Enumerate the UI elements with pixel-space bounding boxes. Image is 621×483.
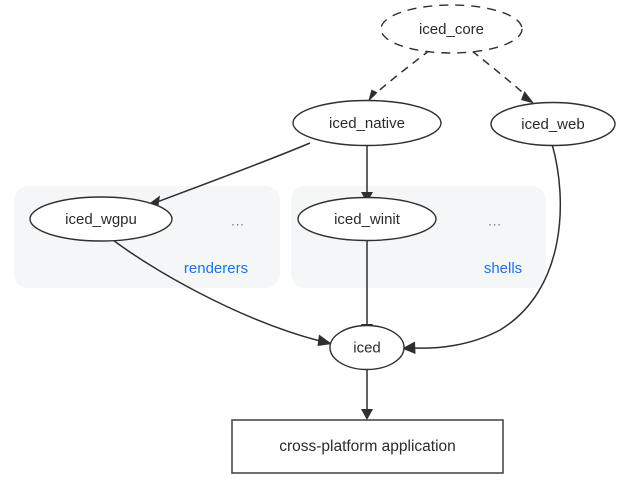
edge-iced-core-to-iced-web bbox=[471, 50, 534, 104]
node-iced-winit[interactable]: iced_winit bbox=[297, 196, 437, 242]
node-iced-web-shape[interactable] bbox=[490, 101, 616, 147]
node-application-shape[interactable] bbox=[231, 419, 504, 474]
cluster-shells-label: shells bbox=[484, 260, 522, 277]
node-cross-platform-application[interactable]: cross-platform application bbox=[231, 419, 504, 474]
edge-iced-wgpu-to-iced bbox=[112, 239, 332, 346]
edge-iced-to-application bbox=[361, 370, 373, 420]
cluster-renderers-ellipsis: ... bbox=[231, 213, 245, 228]
node-iced-wgpu-label: iced_wgpu bbox=[65, 211, 137, 228]
node-iced-winit-shape[interactable] bbox=[297, 196, 437, 242]
node-iced-wgpu[interactable]: iced_wgpu bbox=[29, 196, 173, 242]
node-iced-web-label: iced_web bbox=[521, 116, 584, 133]
cluster-renderers-label: renderers bbox=[184, 260, 248, 277]
node-application-label: cross-platform application bbox=[279, 438, 456, 455]
node-iced-core[interactable]: iced_core bbox=[380, 4, 523, 54]
node-iced-core-label: iced_core bbox=[419, 21, 484, 38]
node-iced-wgpu-shape[interactable] bbox=[29, 196, 173, 242]
node-iced-native-shape[interactable] bbox=[292, 99, 442, 147]
node-iced-core-shape[interactable] bbox=[380, 4, 523, 54]
node-iced-shape[interactable] bbox=[329, 324, 405, 371]
edge-iced-native-to-iced-winit bbox=[361, 146, 373, 203]
node-iced-native-label: iced_native bbox=[329, 115, 405, 132]
node-iced-label: iced bbox=[353, 339, 381, 356]
node-iced-web[interactable]: iced_web bbox=[490, 101, 616, 147]
node-iced-native[interactable]: iced_native bbox=[292, 99, 442, 147]
edge-iced-web-to-iced bbox=[402, 143, 562, 354]
node-iced-winit-label: iced_winit bbox=[334, 211, 401, 228]
edge-iced-core-to-iced-native bbox=[368, 49, 431, 102]
cluster-shells-ellipsis: ... bbox=[488, 213, 502, 228]
node-iced[interactable]: iced bbox=[329, 324, 405, 371]
